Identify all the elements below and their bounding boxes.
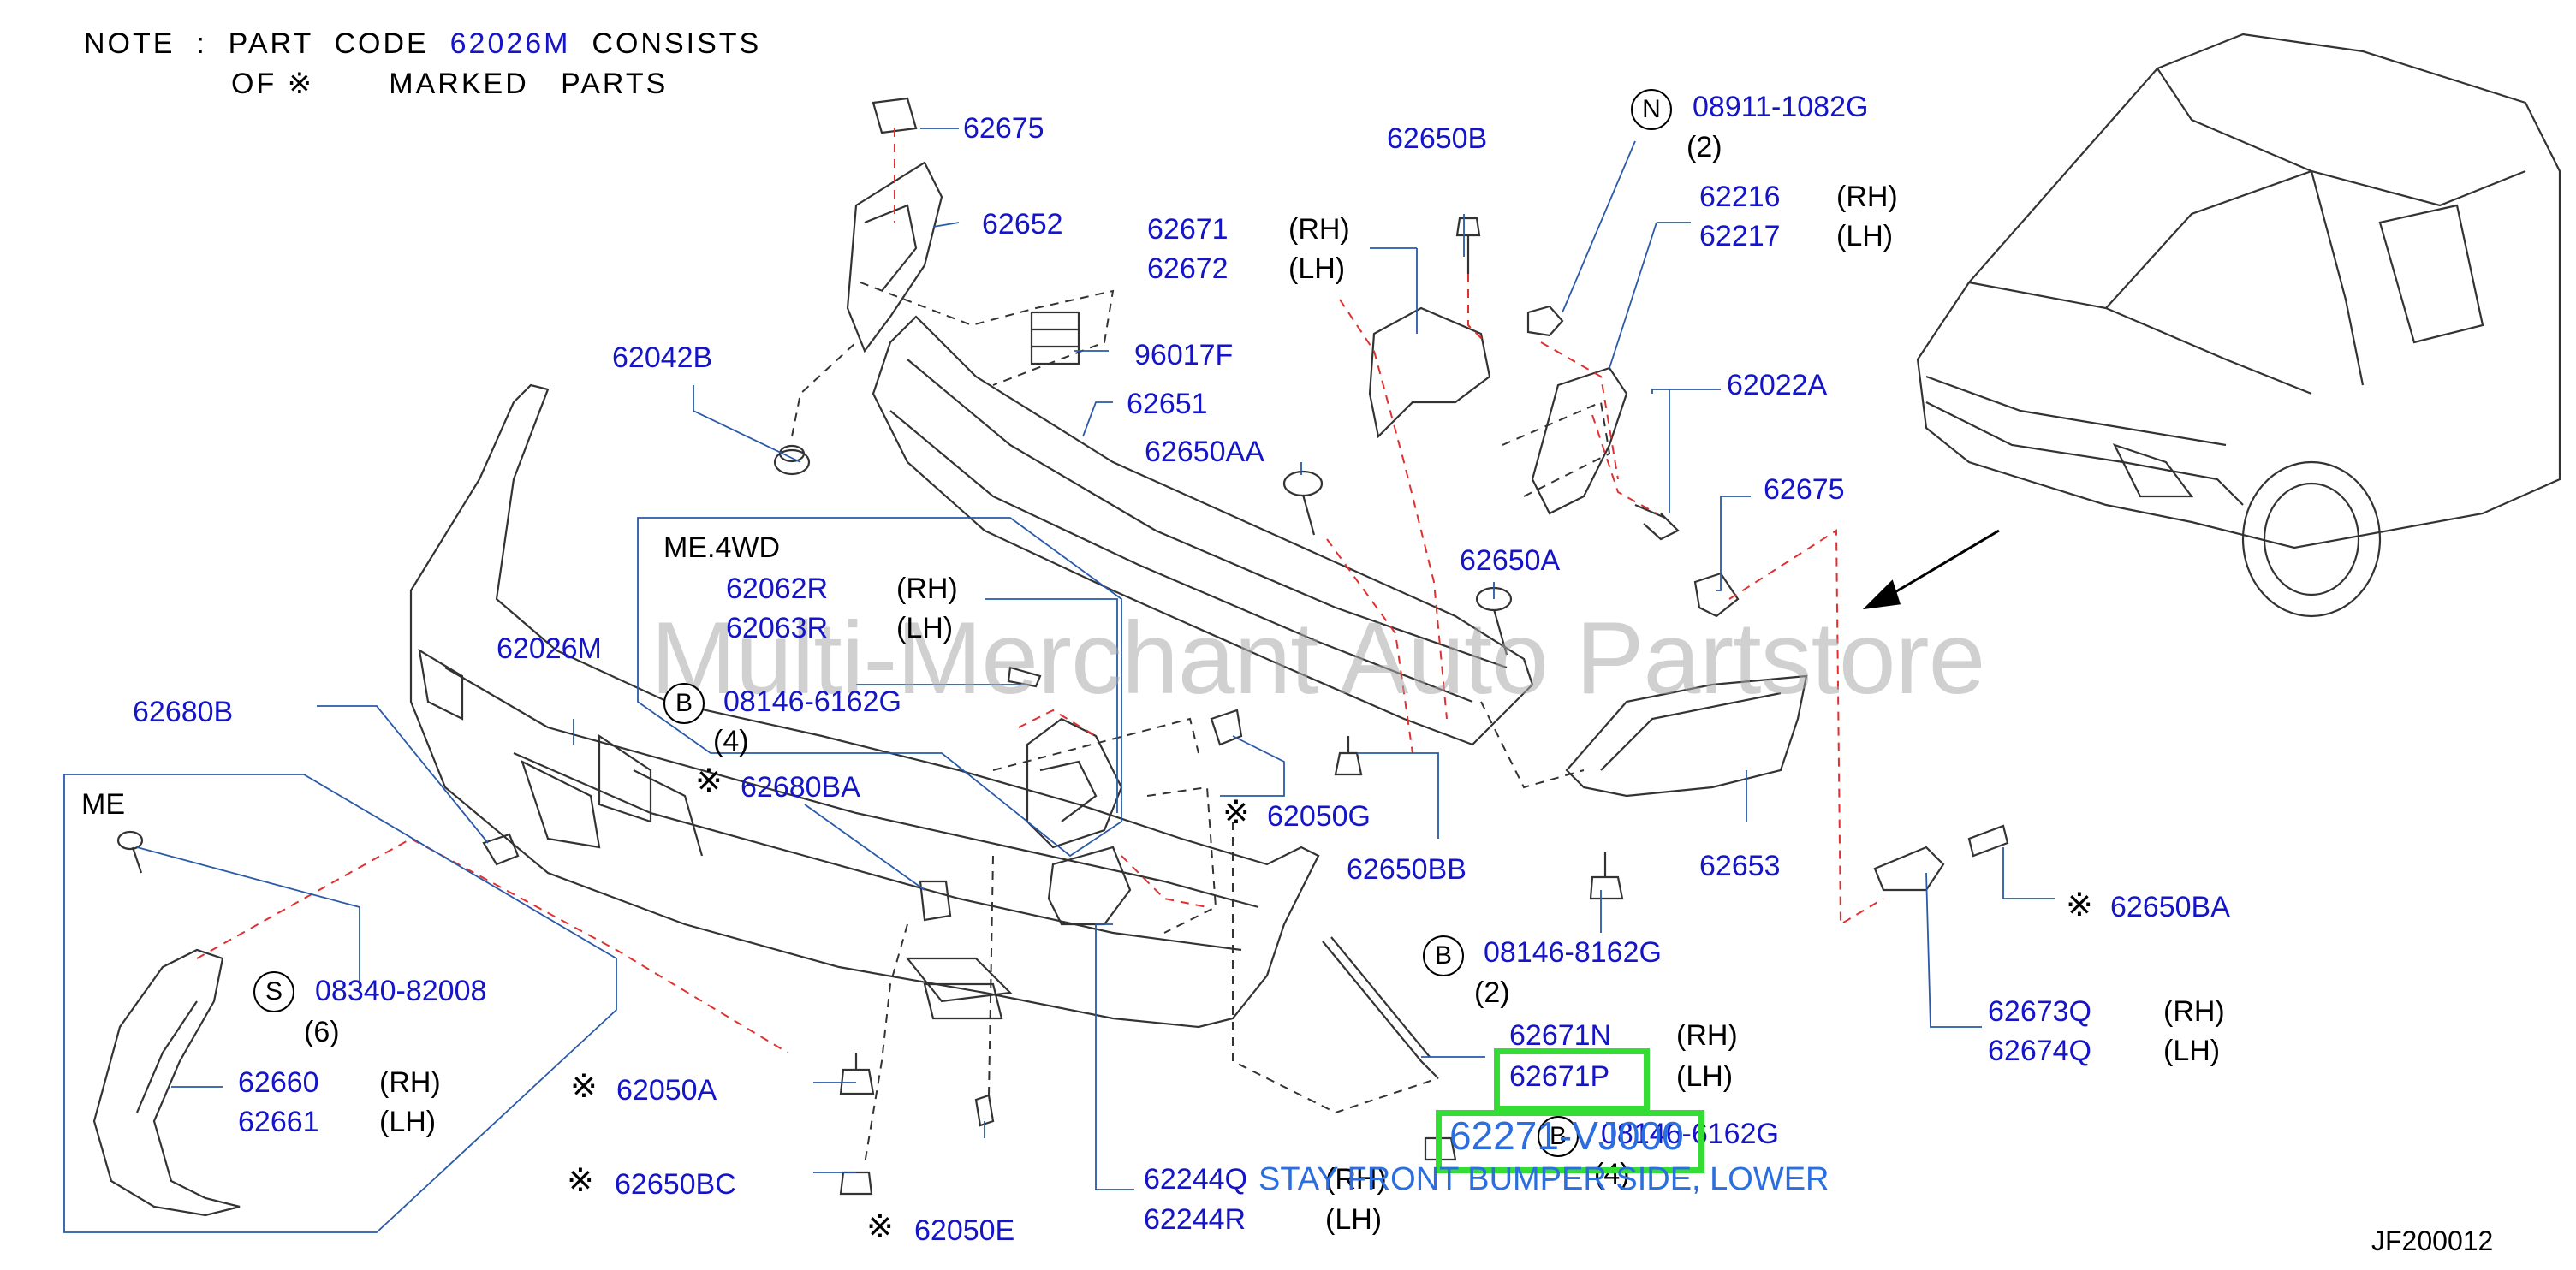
direction-arrow (1862, 529, 2000, 610)
qty-08146-6162g-bottom: (4) (1594, 1158, 1630, 1190)
side-62671: (RH) (1288, 213, 1350, 246)
asterisk-icon: ※ (567, 1163, 594, 1199)
part-62650a[interactable]: 62650A (1460, 544, 1561, 577)
marker-s: S (253, 971, 294, 1012)
side-62244q: (RH) (1325, 1163, 1387, 1196)
marker-n: N (1631, 89, 1672, 130)
note-text-d: MARKED PARTS (314, 68, 669, 100)
side-62216: (RH) (1836, 181, 1898, 213)
side-62660: (RH) (379, 1066, 441, 1099)
asterisk-icon: ※ (2066, 887, 2093, 923)
side-62671n: (RH) (1676, 1019, 1738, 1052)
part-62063r[interactable]: 62063R (726, 612, 829, 644)
marker-b-bottom: B (1538, 1116, 1579, 1157)
side-62217: (LH) (1836, 220, 1894, 252)
box-label-me: ME (81, 788, 125, 821)
note-line-1: NOTE : PART CODE 62026M CONSISTS (84, 27, 761, 61)
bumper-side-shape (1565, 674, 1808, 798)
tooltip-part-code[interactable]: 62271-VJ000 (1449, 1113, 1684, 1158)
part-62660[interactable]: 62660 (238, 1066, 319, 1099)
part-62650b[interactable]: 62650B (1387, 122, 1488, 155)
part-08340-82008[interactable]: 08340-82008 (315, 975, 487, 1007)
side-62062r: (RH) (896, 573, 958, 605)
part-62675[interactable]: 62675 (963, 112, 1044, 145)
part-08146-6162g-top[interactable]: 08146-6162G (723, 685, 901, 718)
part-96017f[interactable]: 96017F (1134, 339, 1234, 371)
marker-b-top: B (663, 683, 705, 724)
asterisk-mark-icon: ※ (287, 68, 315, 100)
me-box (63, 774, 617, 1233)
part-62650aa[interactable]: 62650AA (1145, 436, 1264, 468)
mud-guard-shape (92, 948, 241, 1217)
part-62671n[interactable]: 62671N (1509, 1019, 1612, 1052)
part-62042b[interactable]: 62042B (612, 341, 713, 374)
part-62650bc[interactable]: 62650BC (615, 1168, 736, 1201)
side-62671p: (LH) (1676, 1060, 1734, 1093)
side-62672: (LH) (1288, 252, 1346, 285)
highlight-62671p (1494, 1048, 1650, 1112)
asterisk-icon: ※ (1223, 795, 1250, 831)
watermark: Multi-Merchant Auto Partstore (651, 601, 1985, 715)
part-62062r[interactable]: 62062R (726, 573, 829, 605)
qty-08911: (2) (1687, 131, 1722, 163)
part-62652[interactable]: 62652 (982, 208, 1063, 240)
me4wd-box (637, 517, 1122, 858)
part-08911-1082g[interactable]: 08911-1082G (1693, 91, 1869, 123)
part-62650ba[interactable]: 62650BA (2110, 891, 2230, 923)
diagram-id: JF200012 (2371, 1225, 2494, 1256)
part-62050g[interactable]: 62050G (1267, 800, 1371, 833)
qty-08146-6162g-top: (4) (713, 725, 749, 757)
part-62680b[interactable]: 62680B (133, 696, 234, 728)
vehicle-outline (1916, 33, 2561, 618)
note-text-b: CONSISTS (570, 27, 762, 60)
part-62673q[interactable]: 62673Q (1988, 995, 2091, 1028)
note-line-2: OF ※ MARKED PARTS (231, 67, 668, 101)
part-62675-right[interactable]: 62675 (1764, 473, 1845, 506)
asterisk-icon: ※ (866, 1209, 894, 1245)
side-62674q: (LH) (2163, 1035, 2221, 1067)
part-62244q[interactable]: 62244Q (1144, 1163, 1247, 1196)
part-62653[interactable]: 62653 (1699, 850, 1781, 882)
qty-08146-8162g: (2) (1474, 976, 1510, 1009)
part-62050e[interactable]: 62050E (914, 1214, 1015, 1247)
part-62680ba[interactable]: 62680BA (741, 771, 860, 804)
asterisk-icon: ※ (695, 763, 723, 799)
side-62673q: (RH) (2163, 995, 2225, 1028)
part-62672[interactable]: 62672 (1147, 252, 1229, 285)
front-bumper-shape (409, 383, 1320, 1029)
marker-b-mid: B (1423, 935, 1464, 976)
part-62217[interactable]: 62217 (1699, 220, 1781, 252)
part-62022a[interactable]: 62022A (1727, 369, 1828, 401)
part-62651[interactable]: 62651 (1127, 388, 1208, 420)
note-text-c: OF (231, 68, 288, 100)
side-62661: (LH) (379, 1106, 437, 1138)
note-part-code[interactable]: 62026M (449, 27, 571, 60)
part-62026m[interactable]: 62026M (497, 632, 602, 665)
part-62050a[interactable]: 62050A (616, 1074, 717, 1107)
highlight-62271-vj000[interactable] (1436, 1110, 1704, 1173)
part-62650bb[interactable]: 62650BB (1347, 853, 1466, 886)
note-text: NOTE : PART CODE (84, 27, 450, 60)
bumper-reinforcement-shape (872, 315, 1534, 746)
asterisk-icon: ※ (570, 1069, 598, 1105)
part-62671[interactable]: 62671 (1147, 213, 1229, 246)
part-62671p[interactable]: 62671P (1509, 1060, 1610, 1093)
qty-08340: (6) (304, 1016, 340, 1048)
tooltip-description: STAY FRONT BUMPER SIDE, LOWER (1258, 1161, 1829, 1197)
part-08146-6162g-bottom[interactable]: 08146-6162G (1601, 1118, 1779, 1150)
part-62661[interactable]: 62661 (238, 1106, 319, 1138)
part-62216[interactable]: 62216 (1699, 181, 1781, 213)
side-62244r: (LH) (1325, 1203, 1383, 1236)
part-08146-8162g[interactable]: 08146-8162G (1484, 936, 1662, 969)
side-62063r: (LH) (896, 612, 954, 644)
part-62244r[interactable]: 62244R (1144, 1203, 1246, 1236)
part-62674q[interactable]: 62674Q (1988, 1035, 2091, 1067)
box-label-me4wd: ME.4WD (663, 531, 780, 564)
